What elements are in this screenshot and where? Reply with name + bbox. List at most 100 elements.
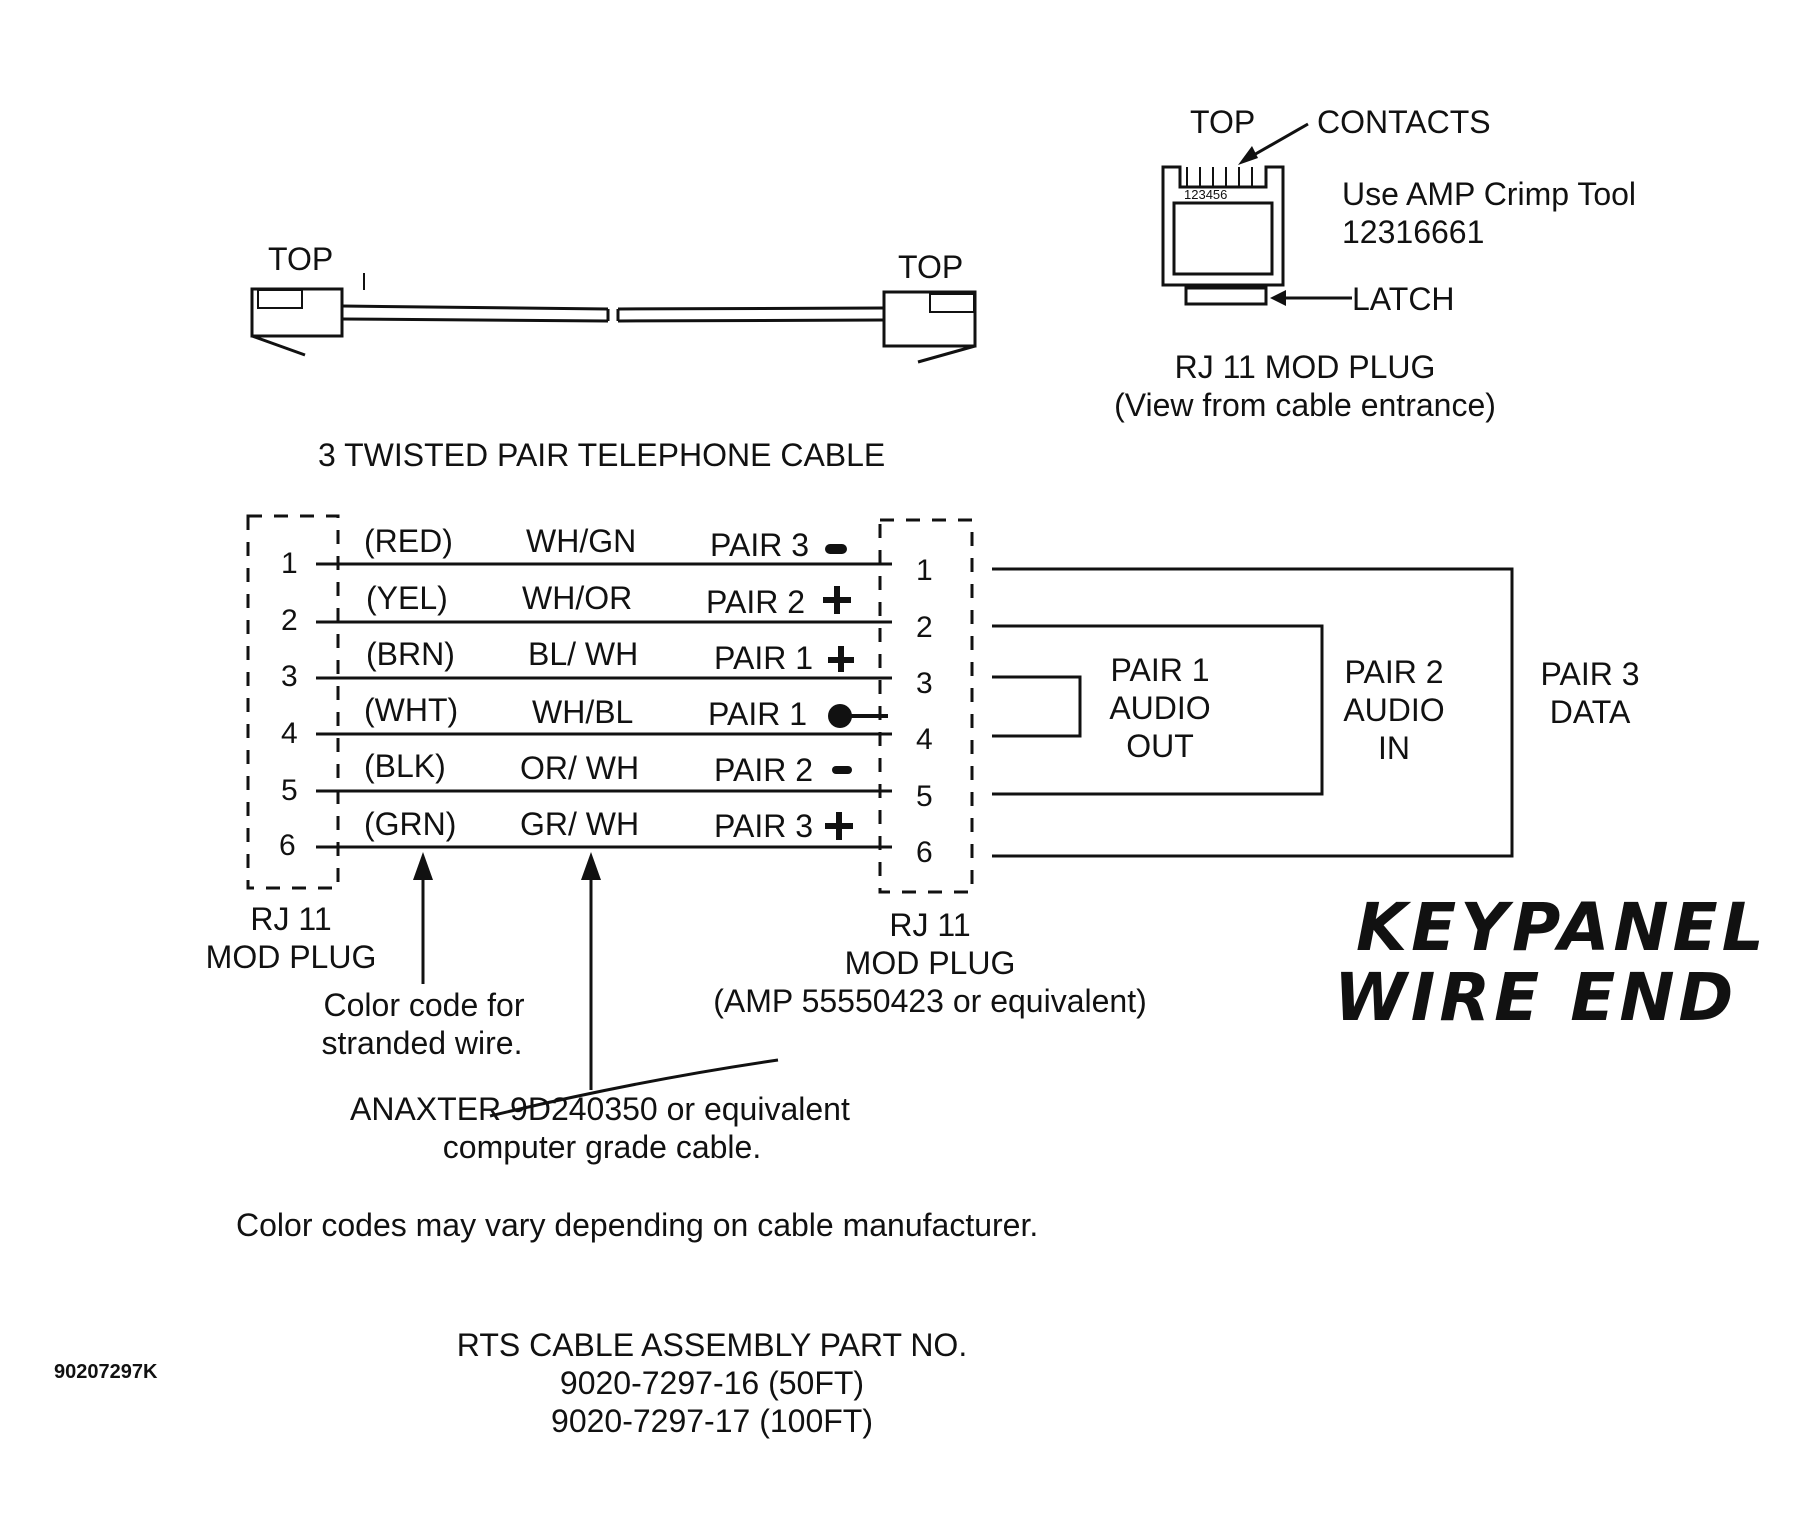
wire-color: (BLK): [364, 748, 446, 784]
wire-pair: PAIR 2: [714, 752, 813, 788]
wire-code: OR/ WH: [520, 750, 639, 786]
cable-type-arrowhead: [581, 852, 601, 880]
latch-label: LATCH: [1352, 281, 1455, 317]
wire-pair: PAIR 1: [708, 696, 807, 732]
wire-pair: PAIR 3: [710, 527, 809, 563]
cable-type-note-line2: computer grade cable.: [443, 1129, 761, 1165]
plus-sign: [823, 586, 851, 614]
wire-code: GR/ WH: [520, 806, 639, 842]
wire-color: (YEL): [366, 580, 448, 616]
assembly-part-100ft: 9020-7297-17 (100FT): [551, 1403, 873, 1439]
wiring-table: 1 (RED) WH/GN PAIR 3 1 2 (YEL) WH/OR PAI…: [246, 514, 974, 894]
left-pin-number: 6: [279, 829, 296, 862]
cable-right-plug-tab: [929, 293, 975, 313]
cable-body-right: [616, 306, 885, 323]
left-pin-number: 4: [281, 717, 298, 750]
wire-code: WH/BL: [532, 694, 633, 730]
wire-row-6: 6 (GRN) GR/ WH PAIR 3 6: [279, 806, 933, 869]
pair1-label-out: OUT: [1126, 728, 1194, 764]
cable-caption: 3 TWISTED PAIR TELEPHONE CABLE: [318, 437, 885, 473]
pair2-label-in: IN: [1378, 730, 1410, 766]
color-code-note-line2: stranded wire.: [322, 1025, 523, 1061]
left-pin-number: 3: [281, 660, 298, 693]
plus-sign: [825, 812, 853, 840]
wire-row-5: 5 (BLK) OR/ WH PAIR 2 5: [281, 748, 933, 813]
cable-left-plug-boot: [251, 334, 306, 357]
rj11-plug-detail: TOP CONTACTS 123456 LATCH Use AMP Crimp …: [1114, 104, 1636, 423]
contact-numbers: 123456: [1184, 187, 1227, 202]
contact-pins: [1186, 167, 1253, 186]
strike-through-mark: [489, 1058, 779, 1118]
wire-pair: PAIR 2: [706, 584, 805, 620]
latch-arrowhead: [1270, 290, 1286, 306]
cable-right-top-label: TOP: [898, 249, 963, 285]
pair2-label: PAIR 2: [1345, 654, 1444, 690]
pair3-label: PAIR 3: [1541, 656, 1640, 692]
wire-color: (GRN): [364, 806, 456, 842]
wire-color: (RED): [364, 523, 453, 559]
right-plug-label-line2: MOD PLUG: [845, 945, 1016, 981]
right-plug-label-line3: (AMP 55550423 or equivalent): [713, 983, 1146, 1019]
cable-right-plug-boot: [917, 344, 976, 364]
wire-row-1: 1 (RED) WH/GN PAIR 3 1: [281, 523, 933, 587]
pair1-bracket: [992, 675, 1082, 738]
plug-detail-subtitle: (View from cable entrance): [1114, 387, 1496, 423]
right-pin-number: 2: [916, 611, 933, 644]
crimp-tool-number: 12316661: [1342, 214, 1484, 250]
right-pin-number: 4: [916, 723, 933, 756]
cable-left-plug-tab: [257, 289, 303, 309]
right-pin-number: 6: [916, 836, 933, 869]
left-pin-number: 5: [281, 774, 298, 807]
assembly-title: RTS CABLE ASSEMBLY PART NO.: [457, 1327, 967, 1363]
plug-inner-window: [1172, 201, 1274, 276]
cable-type-note-line1: ANAXTER 9D240350 or equivalent: [350, 1091, 850, 1127]
wire-pair: PAIR 1: [714, 640, 813, 676]
color-code-note-line1: Color code for: [324, 987, 525, 1023]
cable-illustration: TOP TOP 3 TWISTED PAIR TELEPHONE CABLE: [250, 241, 977, 473]
left-pin-number: 2: [281, 604, 298, 637]
assembly-part-50ft: 9020-7297-16 (50FT): [560, 1365, 864, 1401]
plug-outline: [1161, 165, 1285, 287]
right-pin-number: 3: [916, 667, 933, 700]
wire-row-2: 2 (YEL) WH/OR PAIR 2 2: [281, 580, 933, 644]
pair-groupings: PAIR 1 AUDIO OUT PAIR 2 AUDIO IN PAIR 3 …: [992, 567, 1640, 858]
pair1-label-audio: AUDIO: [1109, 690, 1210, 726]
wire-row-4: 4 (WHT) WH/BL PAIR 1 4: [281, 692, 933, 756]
wire-color: (BRN): [366, 636, 455, 672]
pair3-label-data: DATA: [1550, 694, 1631, 730]
right-pin-number: 5: [916, 780, 933, 813]
wire-code: WH/OR: [522, 580, 632, 616]
minus-sign: [825, 544, 847, 554]
minus-sign: [832, 766, 852, 774]
left-connector-box: [246, 514, 340, 890]
document-number: 90207297K: [54, 1361, 158, 1383]
crimp-tool-label: Use AMP Crimp Tool: [1342, 176, 1636, 212]
right-pin-number: 1: [916, 554, 933, 587]
pair2-label-audio: AUDIO: [1343, 692, 1444, 728]
right-plug-label-line1: RJ 11: [889, 907, 970, 943]
plug-top-label: TOP: [1190, 104, 1255, 140]
cable-left-top-label: TOP: [268, 241, 333, 277]
minus-sign: [828, 704, 852, 728]
plug-detail-title: RJ 11 MOD PLUG: [1175, 349, 1436, 385]
right-connector-box: [878, 518, 974, 894]
wire-code: WH/GN: [526, 523, 636, 559]
wire-color: (WHT): [364, 692, 458, 728]
annotation-arrows: [413, 852, 601, 1090]
pair1-label: PAIR 1: [1111, 652, 1210, 688]
wire-pair: PAIR 3: [714, 808, 813, 844]
cable-left-plug: [250, 287, 344, 338]
handwritten-keypanel: KEYPANEL: [1356, 889, 1768, 966]
pair2-bracket: [992, 624, 1324, 796]
plug-latch: [1184, 286, 1268, 306]
handwritten-wire-end: WIRE END: [1334, 959, 1737, 1036]
color-code-arrowhead: [413, 852, 433, 880]
wire-code: BL/ WH: [528, 636, 638, 672]
plus-sign: [828, 646, 854, 672]
left-plug-label-line1: RJ 11: [250, 901, 331, 937]
left-plug-label-line2: MOD PLUG: [206, 939, 377, 975]
pair3-bracket: [992, 567, 1514, 858]
color-variation-note: Color codes may vary depending on cable …: [236, 1207, 1038, 1243]
left-pin-number: 1: [281, 547, 298, 580]
